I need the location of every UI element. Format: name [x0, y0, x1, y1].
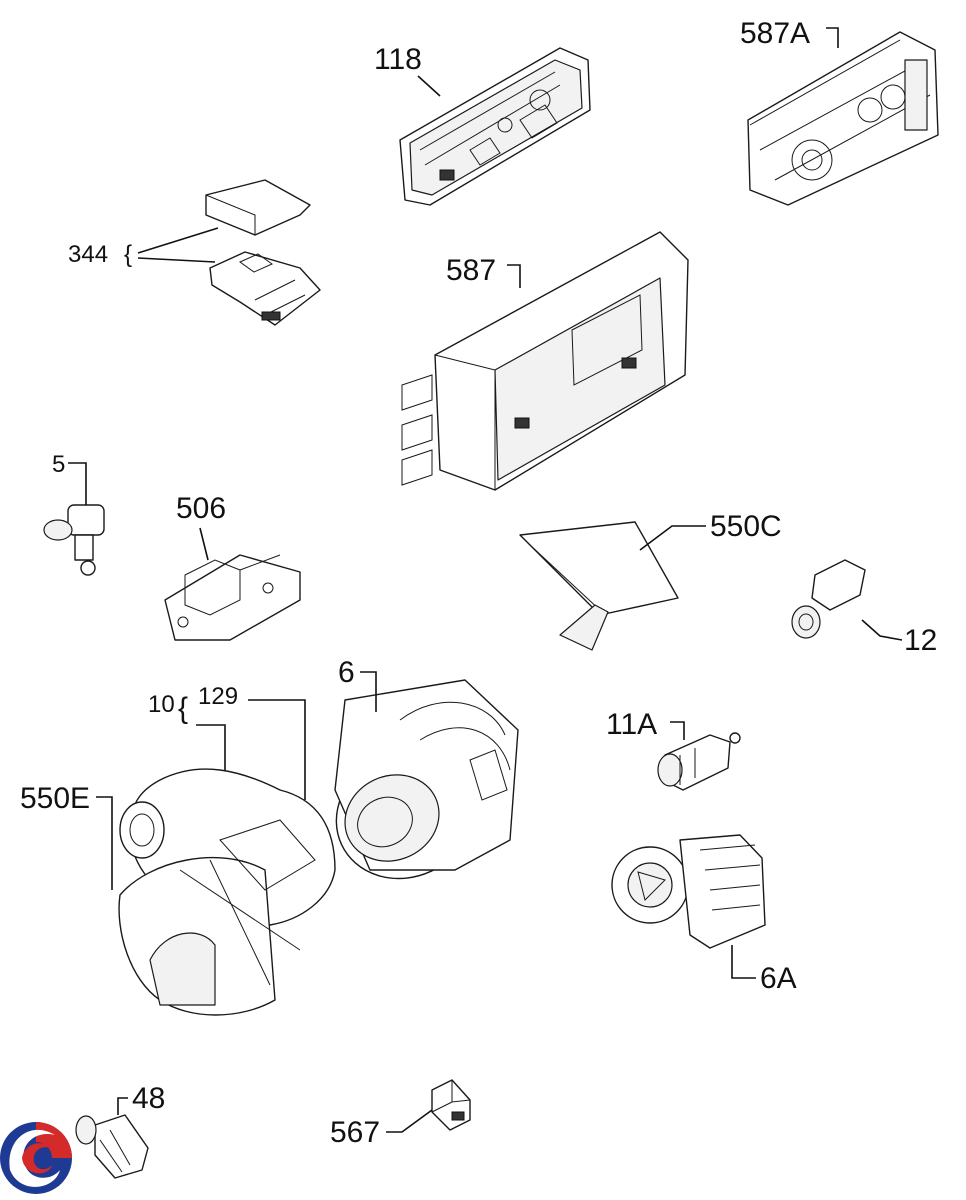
leader-506	[199, 527, 209, 561]
leader-10	[196, 724, 226, 775]
part-550e-sump	[118, 768, 336, 1016]
leader-550c	[639, 525, 706, 551]
part-587-power-module	[401, 231, 689, 491]
part-344-door-lock	[205, 179, 321, 326]
part-567-plug	[431, 1079, 471, 1131]
part-48-connector	[75, 1114, 149, 1179]
leader-11a	[670, 721, 685, 740]
leader-587a	[826, 27, 839, 48]
label-6a: 6A	[760, 962, 797, 995]
leader-6a	[731, 945, 756, 979]
leader-118	[417, 75, 441, 97]
part-550c-cover	[519, 521, 679, 651]
label-10: 10	[148, 691, 175, 718]
leader-567	[386, 1109, 433, 1133]
label-550c: 550C	[710, 510, 782, 543]
leader-550e	[96, 796, 113, 890]
part-11a-motor	[657, 732, 741, 791]
leader-6	[360, 671, 377, 712]
leader-344b	[137, 257, 216, 263]
label-506: 506	[176, 492, 226, 525]
label-48: 48	[132, 1082, 165, 1115]
bracket-344: {	[124, 241, 132, 268]
label-11a: 11A	[606, 708, 657, 741]
label-129: 129	[198, 683, 238, 710]
label-12: 12	[904, 624, 937, 657]
part-6a-drain-pump	[611, 834, 766, 949]
part-12-sensor	[791, 559, 866, 639]
leader-587	[507, 264, 521, 288]
leader-12	[861, 619, 903, 641]
leader-48	[117, 1097, 128, 1115]
label-550e: 550E	[20, 782, 90, 815]
label-344: 344	[68, 241, 108, 268]
label-118: 118	[374, 43, 422, 76]
label-6: 6	[338, 656, 355, 689]
leader-129	[248, 699, 306, 800]
label-587a: 587A	[740, 17, 810, 50]
leader-344a	[137, 227, 219, 254]
label-5: 5	[52, 451, 65, 478]
part-506-latch	[164, 554, 301, 641]
leader-5	[68, 462, 87, 505]
part-5-valve	[43, 504, 105, 576]
part-6-circulation-pump	[334, 679, 519, 880]
label-567: 567	[330, 1116, 380, 1149]
part-587a-module	[747, 31, 939, 206]
bracket-10: {	[178, 692, 188, 725]
label-587: 587	[446, 254, 496, 287]
part-118-control-board	[399, 47, 591, 206]
spiral-logo-icon	[0, 1122, 72, 1194]
